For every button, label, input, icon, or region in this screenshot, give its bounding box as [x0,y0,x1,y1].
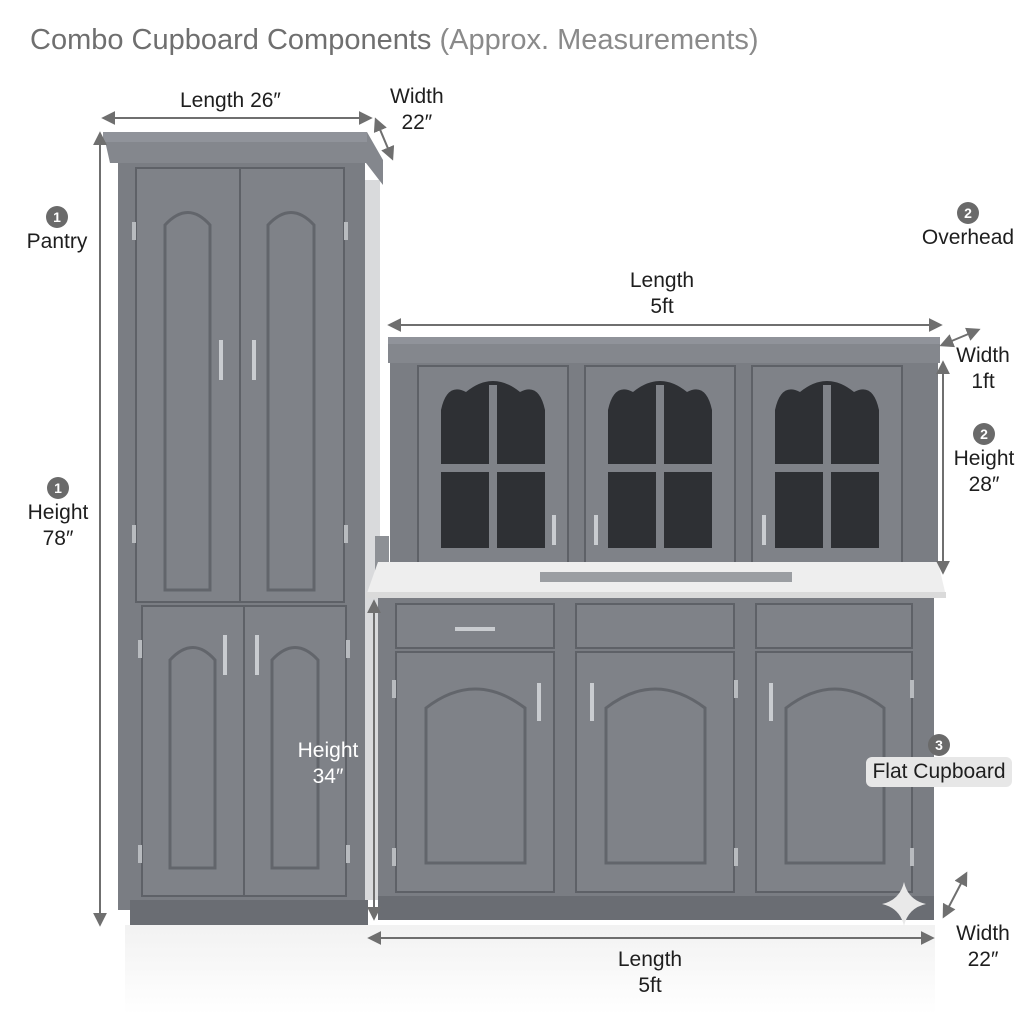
page-title: Combo Cupboard Components (Approx. Measu… [30,24,759,57]
flat-cupboard-cabinet [366,536,946,920]
title-sub: (Approx. Measurements) [439,24,759,56]
flat-length-label: Length 5ft [617,948,683,997]
overhead-height-badge: 2 [973,423,995,445]
pantry-width-label: Width 22″ [390,85,444,134]
pantry-length-label: Length 26″ [180,89,281,112]
flat-height-label: Height 34″ [297,739,359,788]
overhead-height-label: 2 Height 28″ [946,420,1022,498]
pantry-label: 1 Pantry [22,203,92,255]
overhead-width-line [939,327,981,348]
sparkle-icon [882,882,926,926]
pantry-height-label: 1 Height 78″ [22,474,94,552]
pantry-badge: 1 [46,206,68,228]
overhead-label: 2 Overhead [915,199,1021,251]
pantry-width-line [373,117,395,161]
dimension-lines [93,111,981,945]
overhead-badge: 2 [957,202,979,224]
overhead-width-label: Width 1ft [956,344,1010,393]
title-main: Combo Cupboard Components [30,24,432,56]
overhead-length-label: Length 5ft [629,269,695,318]
pantry-height-badge: 1 [47,477,69,499]
flat-width-label: Width 22″ [956,922,1010,971]
flat-width-line [942,871,968,919]
overhead-cabinet [388,337,940,573]
flat-cupboard-label: 3 Flat Cupboard [858,731,1020,787]
pantry-cabinet [103,132,383,925]
flat-cupboard-badge: 3 [928,734,950,756]
